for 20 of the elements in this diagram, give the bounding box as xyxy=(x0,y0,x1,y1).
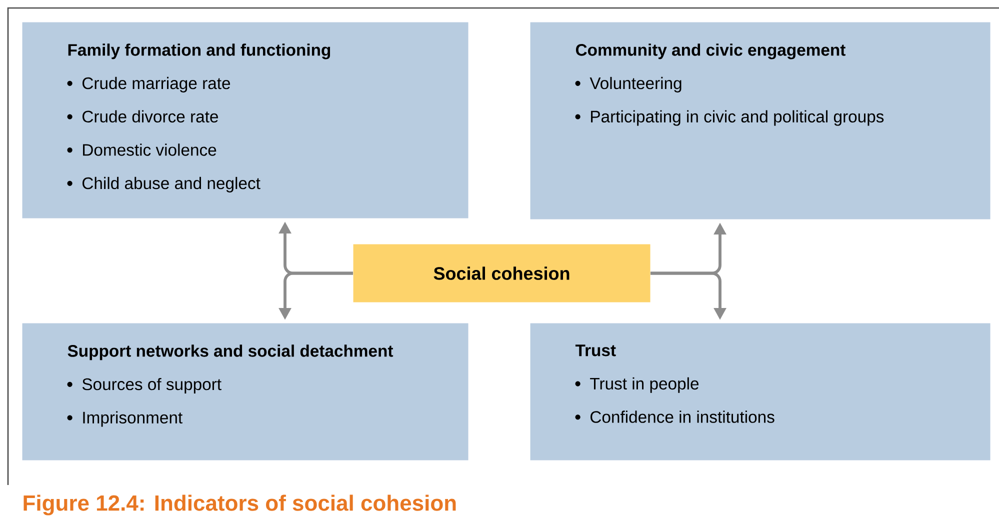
bullet-item: Sources of support xyxy=(82,378,222,394)
bullet-item: Imprisonment xyxy=(83,411,182,427)
box-heading: Community and civic engagement xyxy=(576,44,846,60)
box-heading: Family formation and functioning xyxy=(68,44,330,60)
bullet-item: Confidence in institutions xyxy=(590,410,774,423)
bullet-item: Child abuse and neglect xyxy=(82,176,260,192)
bullet-item: Domestic violence xyxy=(83,144,216,156)
box-heading: Support networks and social detachment xyxy=(68,344,394,360)
indicator-box xyxy=(22,323,468,460)
bullet-item: Volunteering xyxy=(590,76,682,92)
bullet-item: Participating in civic and political groups xyxy=(591,110,884,126)
box-heading: Trust xyxy=(575,344,616,356)
indicator-box xyxy=(22,22,468,218)
bullet-item: Crude marriage rate xyxy=(82,76,230,92)
center-box: Social cohesion xyxy=(353,244,650,302)
indicator-box xyxy=(530,323,990,460)
figure-caption: Figure 12.4: Indicators of social cohesion xyxy=(24,494,456,516)
bullet-item: Crude divorce rate xyxy=(82,110,218,123)
indicator-box xyxy=(530,22,990,220)
bullet-item: Trust in people xyxy=(590,377,699,393)
